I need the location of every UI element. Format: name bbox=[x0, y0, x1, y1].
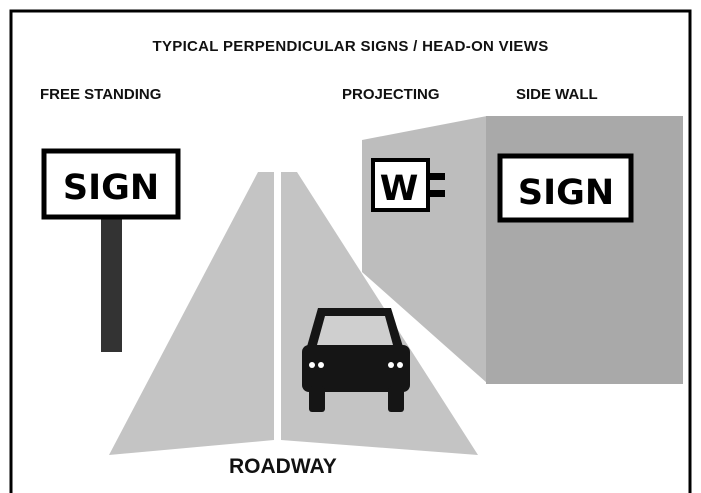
car-wheel-left bbox=[309, 386, 325, 412]
car-wheel-right bbox=[388, 386, 404, 412]
free-standing-sign-board bbox=[41, 148, 181, 220]
projecting-label: PROJECTING bbox=[342, 86, 440, 103]
car-headlight bbox=[318, 362, 324, 368]
sign-post bbox=[101, 212, 122, 352]
road-left-lane bbox=[109, 172, 274, 455]
frame-border bbox=[9, 9, 692, 493]
diagram-title: TYPICAL PERPENDICULAR SIGNS / HEAD-ON VI… bbox=[152, 38, 549, 55]
projecting-bracket-lower bbox=[428, 190, 445, 197]
roadway-label: ROADWAY bbox=[229, 455, 337, 478]
car-headlight bbox=[388, 362, 394, 368]
car-body bbox=[302, 345, 410, 392]
projecting-bracket-upper bbox=[428, 173, 445, 180]
projecting-sign-text: W bbox=[380, 169, 419, 209]
side-wall-label: SIDE WALL bbox=[516, 86, 598, 103]
side-wall-sign-board bbox=[497, 153, 634, 223]
car bbox=[302, 308, 410, 412]
car-headlight bbox=[309, 362, 315, 368]
free-standing-sign-text: SIGN bbox=[63, 168, 159, 208]
projecting-sign-board bbox=[371, 158, 430, 212]
free-standing-label: FREE STANDING bbox=[40, 86, 162, 103]
car-headlight bbox=[397, 362, 403, 368]
car-windshield bbox=[317, 316, 393, 345]
side-wall-sign-text: SIGN bbox=[518, 173, 614, 213]
